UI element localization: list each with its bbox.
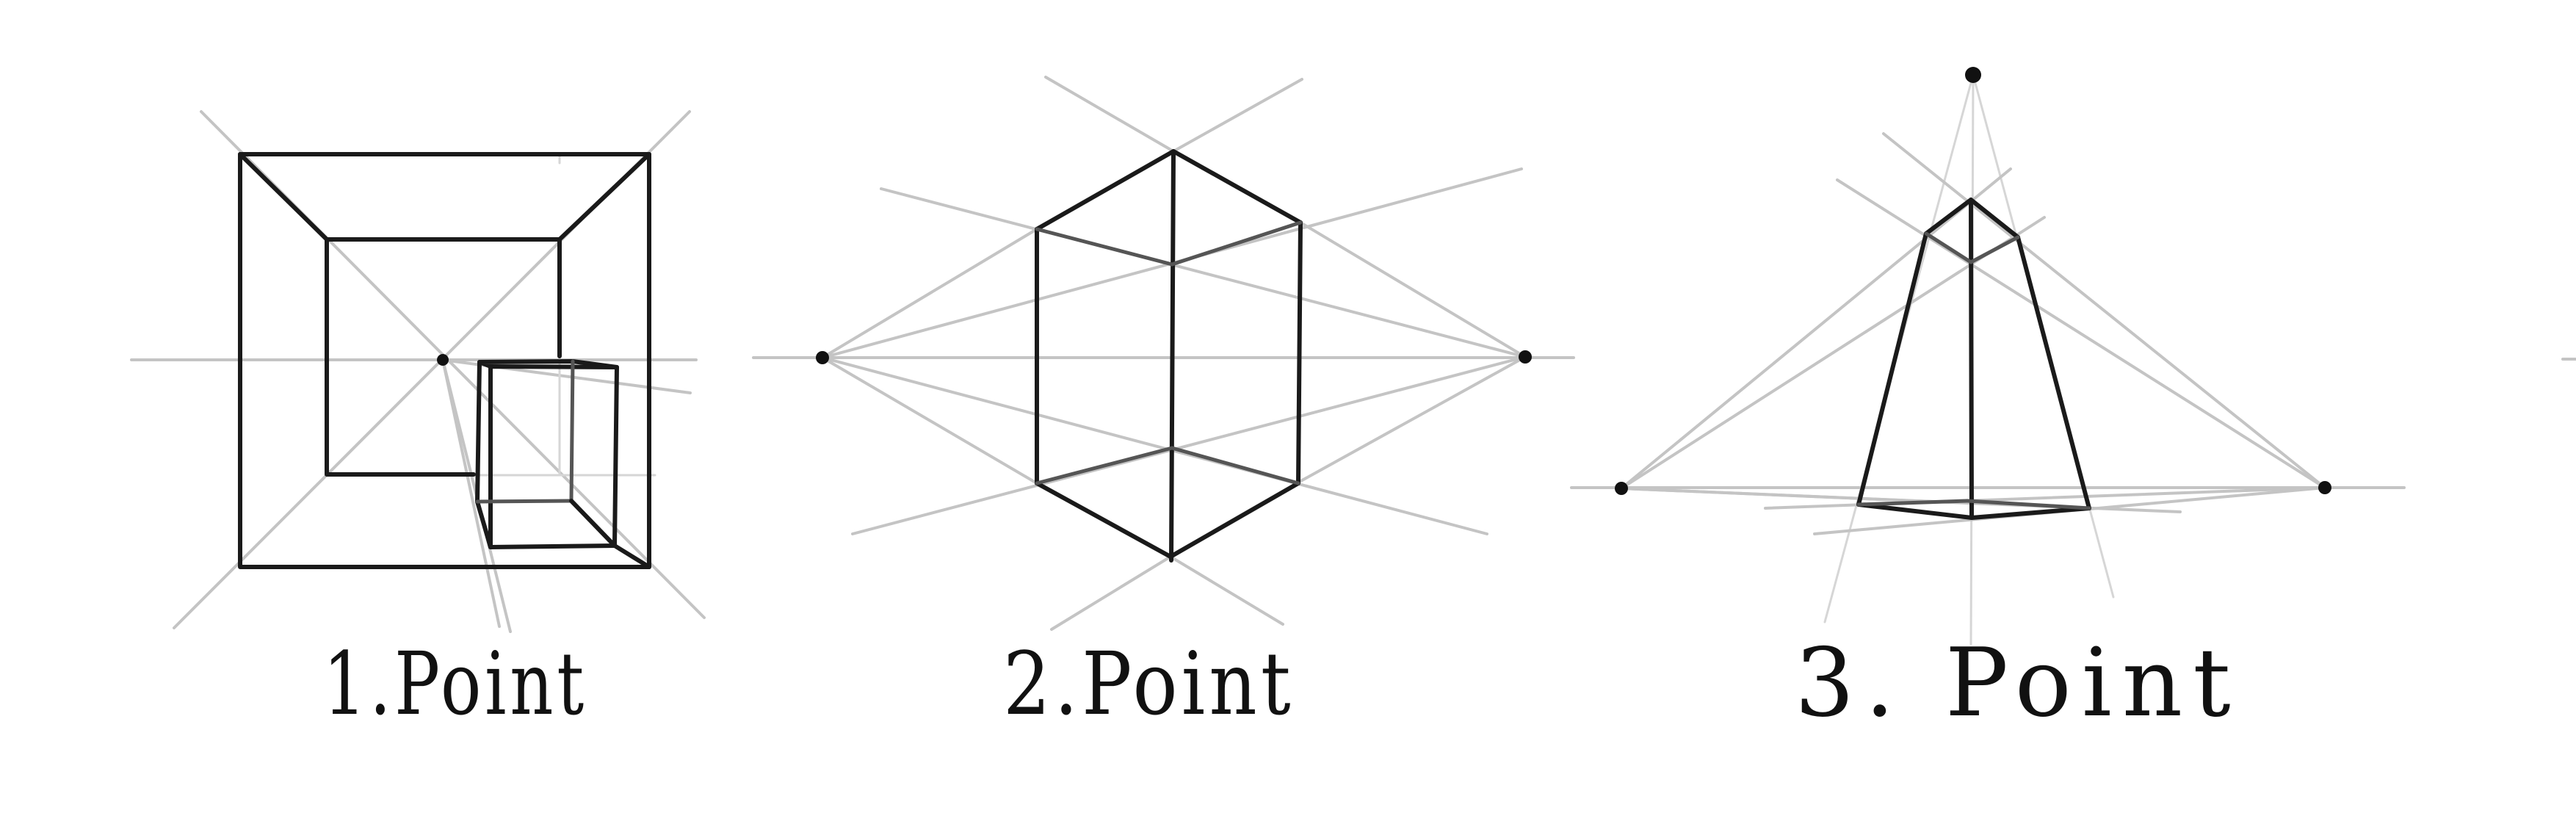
- one-point-room: [238, 152, 651, 569]
- panel-two-point: [752, 76, 1575, 631]
- label-one-point: 1.Point: [323, 633, 587, 734]
- two-point-guides: [752, 76, 1575, 631]
- panel-one-point: [130, 110, 706, 633]
- vanishing-point-left: [1615, 482, 1628, 495]
- three-point-guides: [1570, 73, 2406, 646]
- vanishing-point: [437, 354, 449, 366]
- one-point-box: [475, 359, 651, 569]
- label-three-point: 3. Point: [1795, 629, 2241, 738]
- vanishing-point-right: [1519, 350, 1532, 364]
- three-point-box: [1856, 198, 2091, 520]
- vanishing-point-left: [816, 351, 829, 364]
- vanishing-point-top: [1965, 67, 1981, 83]
- label-two-point: 2.Point: [1003, 633, 1295, 734]
- two-point-box: [1035, 149, 1303, 563]
- panel-three-point: [1570, 67, 2406, 646]
- vanishing-point-right: [2318, 481, 2331, 494]
